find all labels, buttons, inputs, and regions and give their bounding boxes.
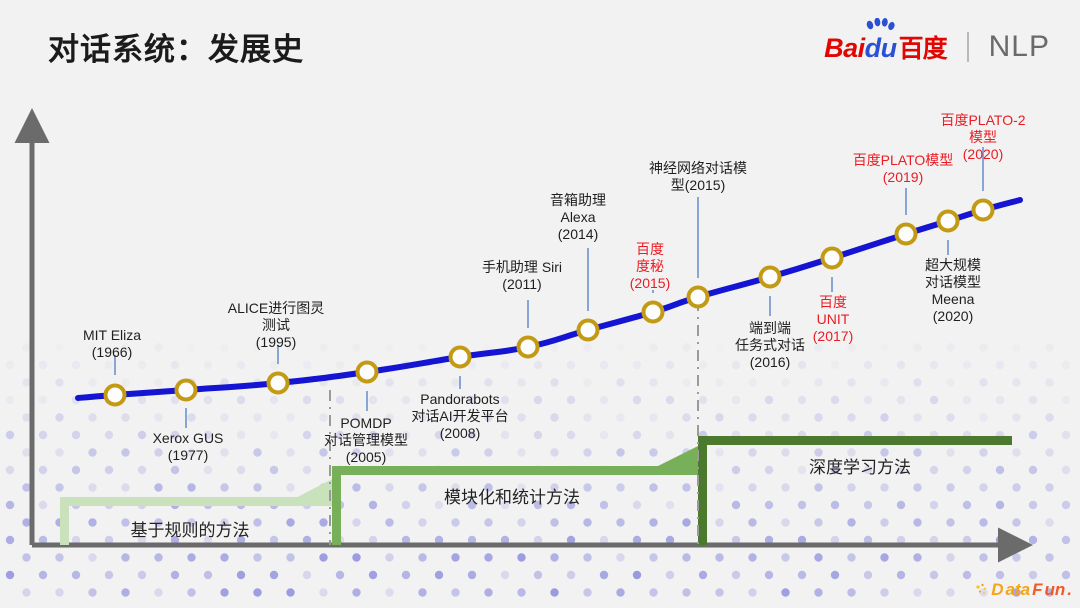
datafun-dot: .	[1067, 580, 1072, 599]
datafun-un: un	[1044, 580, 1066, 599]
datafun-f: F	[1032, 580, 1043, 599]
baidu-nlp-logo: Bai du 百度 NLP	[824, 18, 1050, 67]
timeline-node-alice-turing[interactable]	[266, 371, 290, 395]
era-label-modular-statistical: 模块化和统计方法	[444, 488, 580, 507]
timeline-node-baidu-dumi[interactable]	[641, 300, 665, 324]
timeline-label-alexa: 音箱助理 Alexa (2014)	[550, 192, 606, 243]
datafun-ata: ata	[1005, 580, 1031, 599]
timeline-node-pandorabots[interactable]	[448, 345, 472, 369]
timeline-label-pandorabots: Pandorabots 对话AI开发平台 (2008)	[411, 391, 509, 442]
timeline-node-alexa[interactable]	[576, 318, 600, 342]
sparkle-icon	[976, 583, 987, 594]
era-band-modular-statistical	[332, 445, 700, 545]
timeline-node-end-to-end[interactable]	[758, 265, 782, 289]
timeline-label-meena: 超大规模 对话模型 Meena (2020)	[925, 257, 981, 325]
nlp-text: NLP	[988, 30, 1050, 63]
timeline-node-neural-dialog[interactable]	[686, 285, 710, 309]
brand-divider	[966, 32, 969, 62]
timeline-node-xerox-gus[interactable]	[174, 378, 198, 402]
era-label-deep-learning: 深度学习方法	[809, 458, 911, 477]
timeline-node-pomdp[interactable]	[355, 360, 379, 384]
page-title: 对话系统：发展史	[48, 32, 304, 67]
timeline-label-end-to-end: 端到端 任务式对话 (2016)	[735, 320, 805, 371]
timeline-node-siri[interactable]	[516, 335, 540, 359]
baidu-du-text: du	[864, 33, 898, 63]
baidu-wordmark: Bai du 百度	[824, 18, 948, 65]
timeline-node-baidu-unit[interactable]	[820, 246, 844, 270]
datafun-logo: D ata F un .	[975, 580, 1072, 600]
era-label-rule-based: 基于规则的方法	[130, 521, 250, 540]
bear-paw-icon	[866, 18, 895, 31]
timeline-node-baidu-plato[interactable]	[894, 222, 918, 246]
baidu-chinese-text: 百度	[898, 35, 948, 63]
timeline-label-siri: 手机助理 Siri (2011)	[481, 259, 563, 293]
timeline-label-baidu-unit: 百度 UNIT (2017)	[812, 294, 854, 345]
progress-curve	[75, 197, 1023, 401]
timeline-label-mit-eliza: MIT Eliza (1966)	[82, 327, 142, 361]
timeline-label-baidu-plato: 百度PLATO模型 (2019)	[852, 152, 954, 186]
datafun-d: D	[991, 580, 1004, 599]
timeline-label-pomdp: POMDP 对话管理模型 (2005)	[324, 415, 408, 466]
timeline-node-mit-eliza[interactable]	[103, 383, 127, 407]
era-band-rule-based	[60, 475, 340, 545]
timeline-label-baidu-dumi: 百度 度秘 (2015)	[629, 241, 671, 292]
timeline-label-neural-dialog: 神经网络对话模 型(2015)	[649, 160, 747, 194]
timeline-node-meena[interactable]	[936, 209, 960, 233]
baidu-bai-text: Bai	[824, 33, 865, 63]
timeline-label-xerox-gus: Xerox GUS (1977)	[152, 430, 224, 464]
timeline-node-baidu-plato2[interactable]	[971, 198, 995, 222]
timeline-label-baidu-plato2: 百度PLATO-2模型 (2020)	[940, 112, 1026, 163]
timeline-label-alice-turing: ALICE进行图灵 测试 (1995)	[227, 300, 325, 351]
